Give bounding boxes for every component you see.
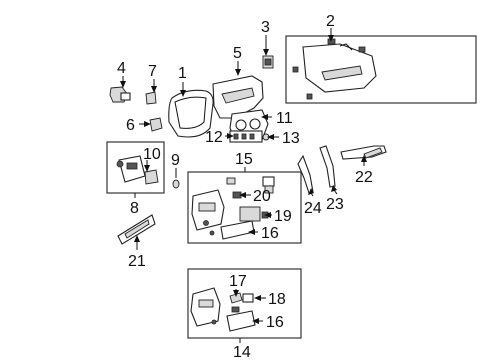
callout-labels: 1 2 3 4 5 6 7 8 9 10 11 12 13 14 15 16 1… [117, 13, 373, 360]
callout-16-upper: 16 [261, 225, 279, 242]
callout-2: 2 [326, 13, 335, 30]
bracket-part-4 [109, 86, 131, 103]
callout-17: 17 [229, 273, 247, 290]
lower-trim-part-21 [117, 214, 156, 245]
callout-10: 10 [143, 146, 161, 163]
callout-14: 14 [233, 344, 251, 360]
pillar-trim-part-23 [319, 145, 336, 188]
switch-strip-part-12 [229, 130, 263, 143]
cluster-hood-part [168, 89, 214, 138]
callout-1: 1 [178, 65, 187, 82]
group-14-frame [187, 268, 302, 339]
callout-6: 6 [126, 117, 135, 134]
callout-16-lower: 16 [266, 314, 284, 331]
callout-8: 8 [130, 200, 139, 217]
center-panel-part [212, 75, 264, 119]
callout-7: 7 [148, 63, 157, 80]
callout-13: 13 [282, 130, 300, 147]
callout-21: 21 [128, 253, 146, 270]
side-rail-part-22 [340, 145, 387, 160]
callout-20: 20 [253, 188, 271, 205]
pin-part-9 [172, 179, 180, 189]
callout-11: 11 [276, 110, 293, 127]
callout-4: 4 [117, 60, 126, 77]
clip-part-3 [262, 55, 274, 69]
switch-part-10 [116, 155, 159, 185]
clip-part-6 [149, 117, 163, 132]
callout-22: 22 [355, 169, 373, 186]
callout-18: 18 [268, 291, 286, 308]
lower-panel-group-14-parts [190, 287, 256, 332]
glove-box-part [292, 38, 377, 100]
callout-19: 19 [274, 208, 292, 225]
pillar-trim-part-24 [297, 154, 314, 194]
callout-15: 15 [235, 151, 253, 168]
lower-panel-group-15-parts [191, 176, 275, 240]
callout-12: 12 [205, 129, 223, 146]
callout-23: 23 [326, 196, 344, 213]
bracket-part-7 [145, 91, 157, 105]
callout-9: 9 [171, 152, 180, 169]
leader-lines [120, 28, 367, 343]
callout-24: 24 [304, 200, 322, 217]
callout-5: 5 [233, 45, 242, 62]
callout-3: 3 [261, 19, 270, 36]
glove-box-group-frame [285, 35, 477, 104]
